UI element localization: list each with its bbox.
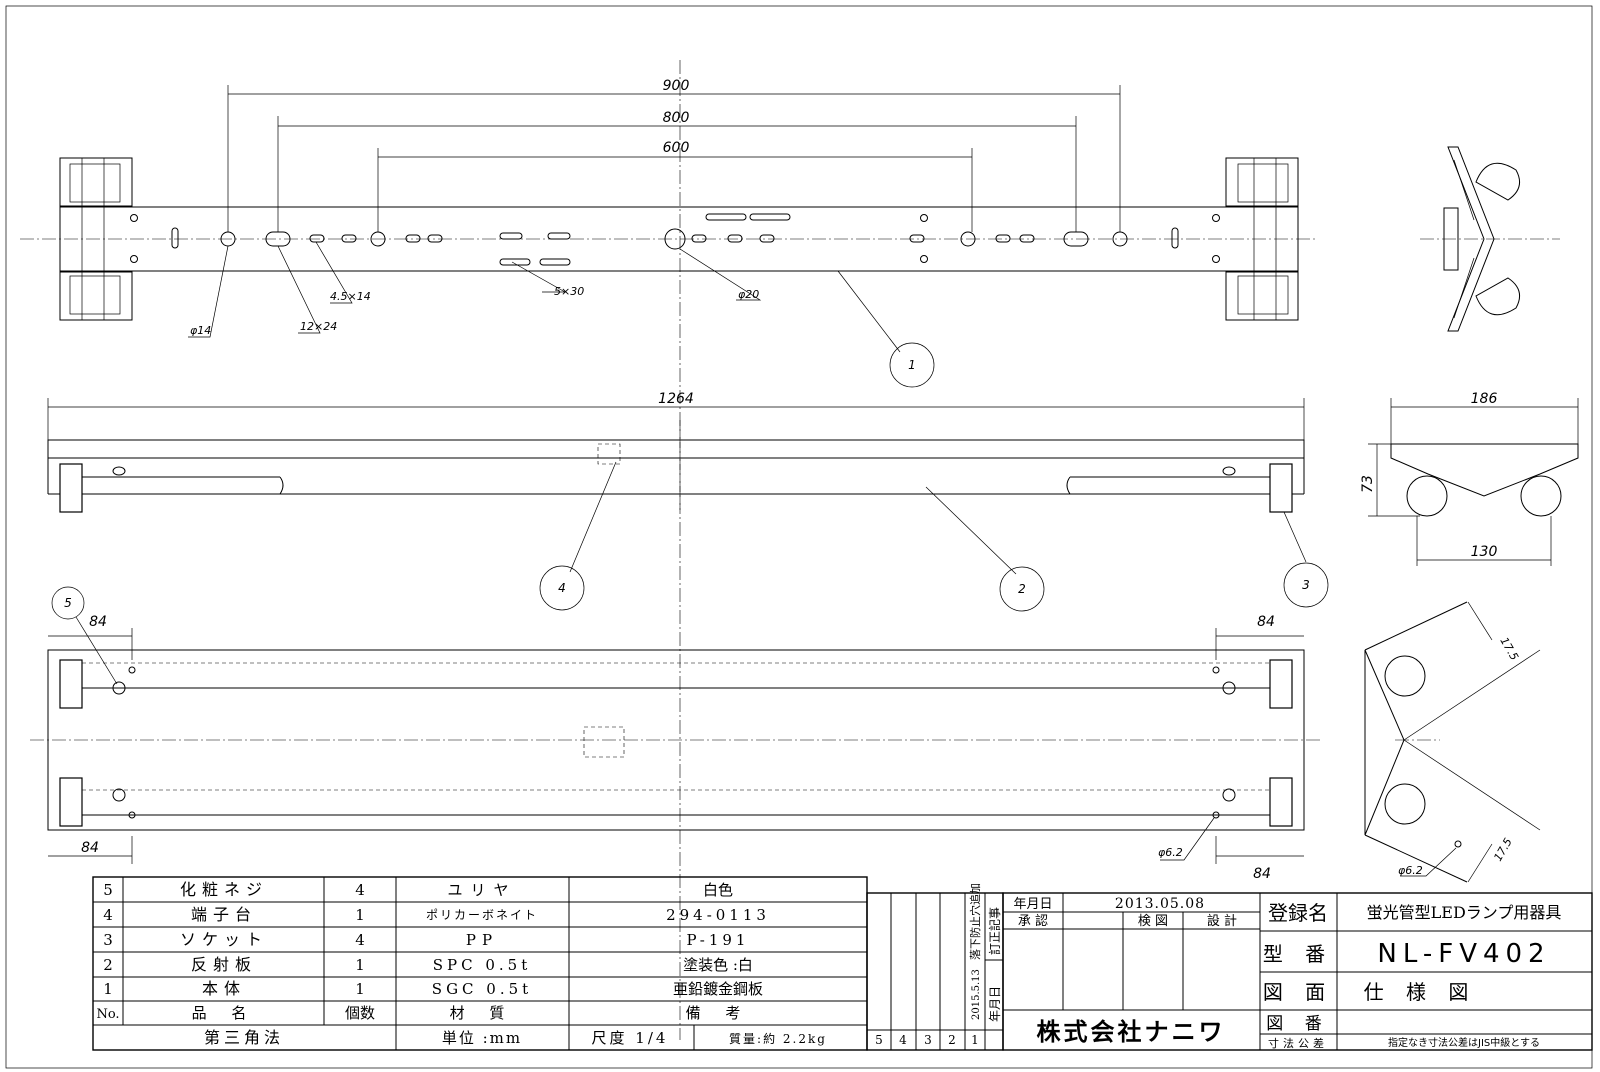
revision-block	[866, 892, 1004, 1051]
row5-qty: 4	[355, 881, 365, 899]
top-view	[20, 60, 1318, 1040]
rev-col-4: 4	[899, 1033, 907, 1047]
header-remarks: 備 考	[686, 1004, 751, 1022]
rev-date-label: 年月日	[988, 986, 1002, 1022]
dim-17-5-top: 17.5	[1497, 635, 1521, 663]
tb-date-value: 2013.05.08	[1115, 896, 1205, 912]
title-block	[1002, 892, 1593, 1051]
row4-name: 端子台	[191, 905, 257, 924]
dim-phi6-2: φ6.2	[1158, 846, 1183, 859]
tb-tolerance-label: 寸法公差	[1268, 1036, 1328, 1050]
dim-17-5-bottom: 17.5	[1491, 836, 1515, 864]
weight-label: 質量:約 2.2kg	[729, 1031, 827, 1046]
bottom-view	[30, 586, 1320, 864]
header-material: 材 質	[450, 1004, 515, 1022]
dim-130: 130	[1471, 544, 1498, 560]
rev-col-5: 5	[875, 1033, 883, 1047]
row1-material: SGC 0.5t	[432, 980, 532, 998]
dim-900: 900	[663, 78, 690, 94]
unit-label: 単位 :mm	[442, 1029, 522, 1047]
row2-name: 反射板	[191, 955, 257, 974]
tb-drawing-label: 図 面	[1263, 980, 1333, 1004]
row1-qty: 1	[355, 980, 365, 998]
dim-phi14: φ14	[190, 324, 211, 337]
row3-qty: 4	[355, 931, 365, 949]
tb-company: 株式会社ナニワ	[1037, 1018, 1226, 1046]
rev1-date: 2015.5.13	[971, 969, 982, 1020]
tb-drawing-value: 仕 様 図	[1364, 980, 1477, 1004]
scale-label: 尺度 1/4	[592, 1029, 669, 1047]
balloon-3: 3	[1302, 578, 1310, 592]
balloon-4: 4	[558, 581, 566, 595]
row3-name: ソケット	[180, 930, 268, 949]
dim-phi20: φ20	[738, 288, 759, 301]
row3-no: 3	[103, 931, 113, 949]
tb-model-label: 型 番	[1263, 942, 1333, 966]
dim-84-left-bottom: 84	[81, 840, 99, 856]
row4-no: 4	[103, 906, 113, 924]
row4-qty: 1	[355, 906, 365, 924]
row3-material: PP	[466, 931, 498, 949]
header-name: 品 名	[192, 1004, 257, 1022]
side-view	[1368, 398, 1579, 566]
row2-no: 2	[103, 956, 113, 974]
dim-73: 73	[1360, 475, 1376, 493]
dim-12x24: 12×24	[300, 320, 337, 333]
dim-800: 800	[663, 110, 690, 126]
tb-tolerance-value: 指定なき寸法公差はJIS中級とする	[1388, 1036, 1540, 1049]
row1-remarks: 亜鉛鍍金鋼板	[673, 980, 763, 998]
tb-approve-label: 承 認	[1018, 913, 1048, 929]
row5-no: 5	[103, 881, 113, 899]
tb-check-label: 検 図	[1138, 914, 1168, 929]
dim-detail-phi6-2: φ6.2	[1398, 864, 1423, 877]
detail-view	[1364, 601, 1541, 883]
row5-name: 化粧ネジ	[180, 880, 268, 899]
header-no: No.	[96, 1007, 119, 1022]
rev-col-3: 3	[924, 1033, 932, 1047]
rev-col-1: 1	[971, 1033, 979, 1047]
tb-model-value: NL-FV402	[1377, 939, 1550, 969]
dim-5x30: 5×30	[554, 285, 584, 298]
row5-remarks: 白色	[703, 881, 733, 899]
balloon-2: 2	[1018, 582, 1026, 596]
rev-col-2: 2	[948, 1033, 956, 1047]
parts-table	[92, 876, 868, 1051]
tb-date-label: 年月日	[1013, 897, 1052, 912]
tb-design-label: 設 計	[1207, 913, 1237, 929]
row4-material: ポリカーボネイト	[426, 908, 538, 922]
projection-label: 第三角法	[204, 1028, 284, 1047]
rev-desc-label: 訂正記事	[987, 907, 1002, 955]
dim-186: 186	[1471, 391, 1498, 407]
dim-4-5x14: 4.5×14	[330, 290, 371, 303]
row2-material: SPC 0.5t	[433, 956, 532, 974]
dim-84-left-top: 84	[89, 614, 107, 630]
dim-84-right-bottom: 84	[1253, 866, 1271, 882]
front-view	[47, 398, 1329, 612]
sheet-border	[5, 5, 1593, 1069]
end-view-top	[1420, 146, 1560, 332]
row5-material: ユリヤ	[447, 881, 516, 899]
balloon-5: 5	[64, 596, 72, 610]
tb-reg-name-value: 蛍光管型LEDランプ用器具	[1367, 903, 1562, 922]
header-qty: 個数	[345, 1004, 375, 1022]
row2-qty: 1	[355, 956, 365, 974]
rev1-desc: 落下防止穴追加	[968, 883, 982, 960]
row1-name: 本体	[202, 979, 246, 998]
dim-84-right-top: 84	[1257, 614, 1275, 630]
row3-remarks: P-191	[687, 931, 750, 949]
dim-1264: 1264	[658, 391, 694, 407]
tb-drawing-no-label: 図 番	[1266, 1014, 1329, 1034]
balloon-1: 1	[908, 358, 916, 372]
tb-reg-name-label: 登録名	[1268, 901, 1328, 925]
dim-600: 600	[663, 140, 690, 156]
row4-remarks: 294-0113	[666, 906, 770, 924]
row2-remarks: 塗装色 :白	[683, 956, 753, 974]
row1-no: 1	[103, 980, 113, 998]
